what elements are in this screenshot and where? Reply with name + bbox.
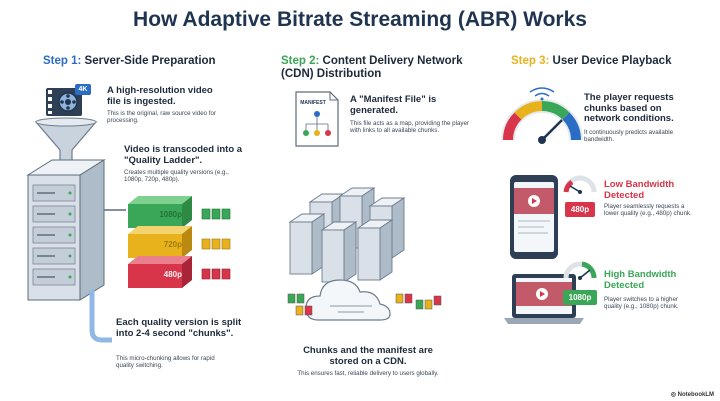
ingest-heading: A high-resolution video file is ingested…: [107, 85, 213, 107]
chunks-heading: Each quality version is split into 2-4 s…: [116, 317, 242, 339]
notebooklm-label: NotebookLM: [677, 392, 714, 398]
high-bandwidth-title: High Bandwidth Detected: [604, 269, 677, 291]
cdn-heading: Chunks and the manifest are stored on a …: [303, 345, 433, 367]
ladder-label-720p: 720p: [163, 240, 182, 249]
notebooklm-logo-icon: ◎: [670, 392, 676, 398]
step1-heading: Step 1: Server-Side Preparation: [43, 55, 243, 68]
chunk-cubes-red: [201, 268, 231, 280]
low-bandwidth-title: Low Bandwidth Detected: [604, 179, 675, 201]
notebooklm-watermark: ◎ NotebookLM: [671, 391, 714, 398]
laptop-device-icon: [504, 274, 584, 324]
manifest-heading: A "Manifest File" is generated.: [350, 94, 437, 116]
step1-title: Server-Side Preparation: [84, 55, 216, 67]
cloud-icon: [305, 279, 391, 321]
chunks-description: This micro-chunking allows for rapid qua…: [116, 355, 215, 370]
transcode-description: Creates multiple quality versions (e.g.,…: [124, 169, 229, 184]
step2-heading: Step 2: Content Delivery Network (CDN) D…: [281, 55, 481, 81]
low-bandwidth-description: Player seamlessly requests a lower quali…: [604, 203, 692, 218]
manifest-description: This file acts as a map, providing the p…: [350, 120, 469, 135]
cdn-server-cluster: [288, 187, 406, 283]
low-quality-tag-label: 480p: [570, 205, 590, 214]
funnel-icon: [34, 117, 98, 165]
low-bandwidth-gauge-icon: [563, 175, 597, 194]
player-heading: The player requests chunks based on netw…: [584, 92, 674, 124]
chunk-cubes-yellow: [201, 238, 231, 250]
step3-heading: Step 3: User Device Playback: [511, 55, 711, 68]
step1-number: Step 1:: [43, 55, 82, 67]
ladder-block-1080p: [128, 196, 192, 228]
badge-4k-label: 4K: [78, 86, 88, 93]
manifest-file-icon: [295, 91, 339, 147]
manifest-doc-label: MANIFEST: [300, 100, 326, 106]
ingest-description: This is the original, raw source video f…: [107, 110, 217, 125]
bandwidth-gauge-icon: [501, 87, 583, 144]
page-title: How Adaptive Bitrate Streaming (ABR) Wor…: [133, 8, 587, 31]
low-quality-tag: [565, 202, 595, 217]
ladder-label-1080p: 1080p: [159, 210, 182, 219]
step2-title: Content Delivery Network (CDN) Distribut…: [281, 55, 463, 80]
cdn-chunk-cubes-right: [395, 293, 442, 310]
step3-title: User Device Playback: [552, 55, 672, 67]
cdn-description: This ensures fast, reliable delivery to …: [297, 370, 439, 377]
chunk-cubes-green: [201, 208, 231, 220]
film-reel-icon: [46, 88, 82, 116]
high-quality-tag: [563, 290, 597, 305]
pipe-connector: [89, 290, 112, 343]
high-bandwidth-description: Player switches to a higher quality (e.g…: [604, 296, 679, 311]
badge-4k: [75, 84, 91, 95]
cdn-chunk-cubes-left: [287, 293, 313, 316]
player-description: It continuously predicts available bandw…: [584, 129, 674, 144]
step2-number: Step 2:: [281, 55, 320, 67]
step3-number: Step 3:: [511, 55, 550, 67]
high-bandwidth-gauge-icon: [563, 261, 597, 280]
phone-device-icon: [510, 175, 558, 259]
ladder-block-720p: [128, 226, 192, 258]
transcode-heading: Video is transcoded into a "Quality Ladd…: [124, 144, 243, 166]
high-quality-tag-label: 1080p: [568, 293, 592, 302]
ladder-block-480p: [128, 256, 192, 288]
ladder-label-480p: 480p: [163, 270, 182, 279]
server-tower-icon: [26, 159, 106, 301]
